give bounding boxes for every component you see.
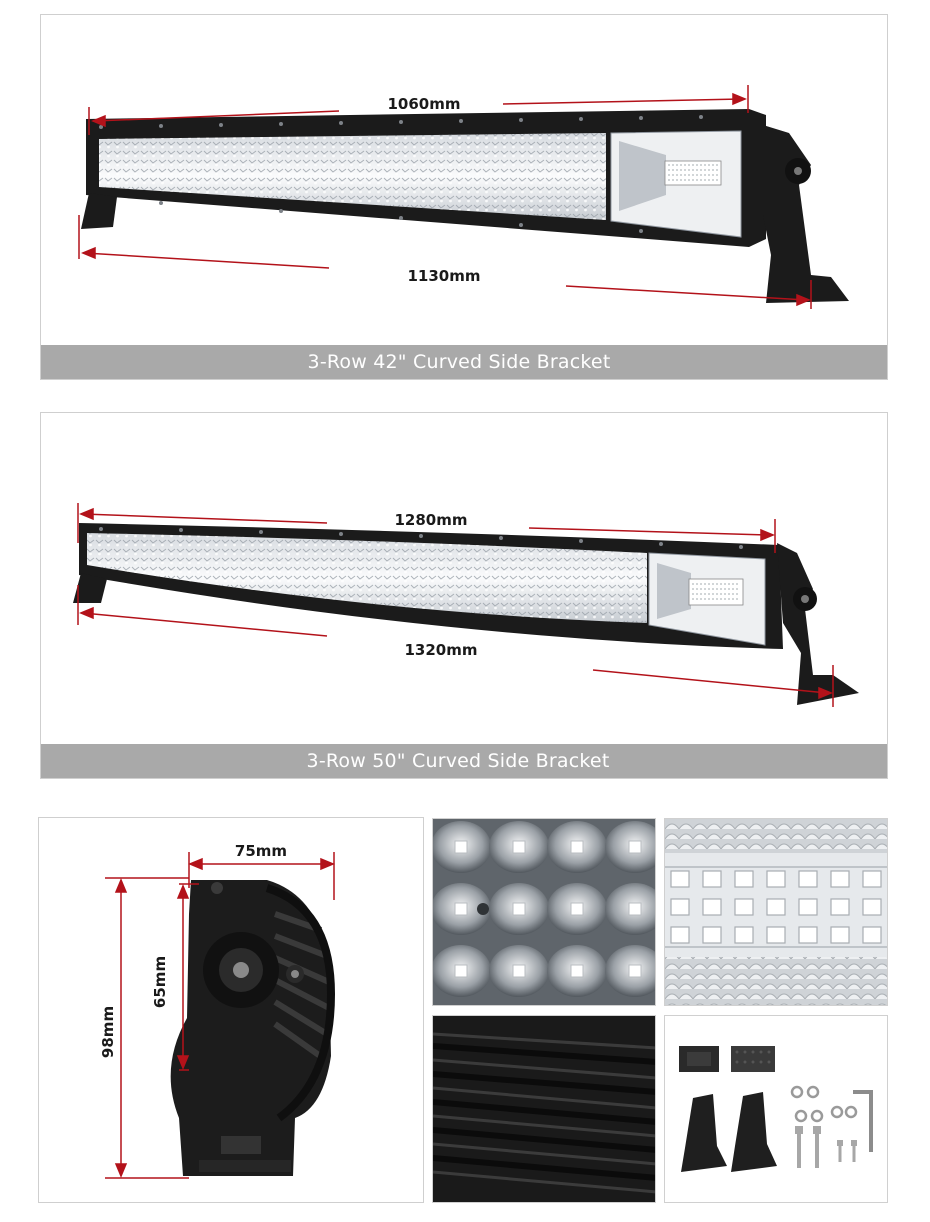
bracket-dimension-panel: 75mm 65mm 98mm [38, 817, 424, 1203]
light-bar-50in-illustration [73, 503, 859, 707]
side-bracket-illustration [105, 852, 336, 1179]
reflector-cup-image [433, 819, 655, 1005]
dimension-inner-height-label: 65mm [151, 956, 169, 1008]
dimension-top-label: 1060mm [387, 95, 460, 113]
dimension-top-label: 1280mm [394, 511, 467, 529]
dimension-labels-42in: 1060mm 1130mm [387, 95, 480, 285]
caption-text: 3-Row 50" Curved Side Bracket [306, 750, 610, 772]
dimension-labels-50in: 1280mm 1320mm [394, 511, 477, 659]
thumbnail-led-chip-closeup [664, 818, 888, 1006]
thumbnail-heatsink-closeup [432, 1015, 656, 1203]
product-panel-50in: 1280mm 1320mm 3-Row 50" Curved Side Brac… [40, 412, 888, 779]
dimension-bottom-label: 1320mm [404, 641, 477, 659]
caption-text: 3-Row 42" Curved Side Bracket [307, 351, 611, 373]
thumbnail-reflector-closeup [432, 818, 656, 1006]
dimension-bottom-label: 1130mm [407, 267, 480, 285]
light-bar-42in-illustration [78, 85, 849, 309]
dimension-width-label: 75mm [235, 842, 287, 860]
bracket-dimension-labels: 75mm 65mm 98mm [99, 842, 287, 1058]
dimension-total-height-label: 98mm [99, 1006, 117, 1058]
mounting-kit-image [665, 1016, 887, 1202]
product-panel-42in: 1060mm 1130mm 3-Row 42" Curved Side Brac… [40, 14, 888, 380]
caption-bar-42in: 3-Row 42" Curved Side Bracket [41, 345, 887, 379]
thumbnail-mounting-hardware [664, 1015, 888, 1203]
led-chip-array-image [665, 819, 887, 1005]
caption-bar-50in: 3-Row 50" Curved Side Bracket [41, 744, 887, 778]
heatsink-fins-image [433, 1016, 655, 1202]
